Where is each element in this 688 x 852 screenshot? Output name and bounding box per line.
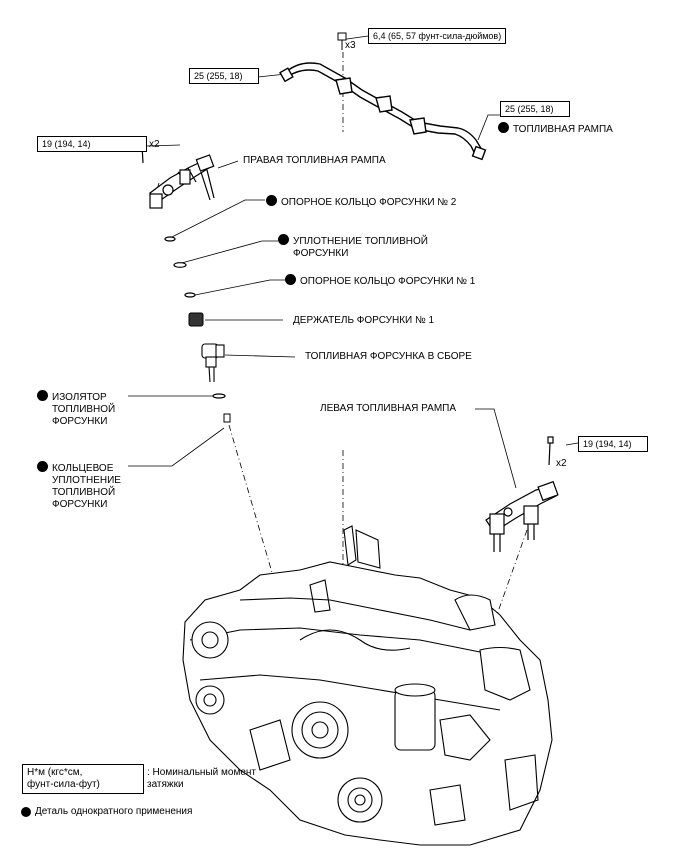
backup-ring-1-drawing [184, 292, 196, 298]
left-rail-bolt-multiplier: x2 [556, 458, 567, 469]
engine-assembly-drawing [182, 525, 553, 846]
label-oring: КОЛЬЦЕВОЕ УПЛОТНЕНИЕ ТОПЛИВНОЙ ФОРСУНКИ [37, 461, 121, 511]
non-reusable-dot [266, 195, 277, 206]
torque-right-rail-bolt: 19 (194, 14) [37, 136, 147, 152]
legend-torque-unit-box: Н*м (кгс*см, фунт-сила-фут) [22, 764, 144, 794]
label-injector-seal: УПЛОТНЕНИЕ ТОПЛИВНОЙ ФОРСУНКИ [278, 234, 428, 260]
torque-left-rail-bolt: 19 (194, 14) [578, 436, 648, 452]
label-backup-ring-1: ОПОРНОЕ КОЛЬЦО ФОРСУНКИ № 1 [285, 274, 475, 288]
legend-non-reusable: Деталь однократного применения [35, 806, 193, 817]
injector-seal-drawing [173, 262, 187, 268]
non-reusable-dot [285, 274, 296, 285]
non-reusable-dot [37, 461, 48, 472]
non-reusable-dot [498, 122, 509, 133]
torque-top-bolt: 6,4 (65, 57 фунт-сила-дюймов) [368, 28, 507, 44]
non-reusable-dot [278, 234, 289, 245]
right-fuel-rail-drawing [139, 138, 215, 209]
injector-holder-drawing [188, 312, 204, 327]
insulator-drawing [212, 393, 226, 399]
torque-rail-left-end: 25 (255, 18) [189, 68, 259, 84]
label-injector-assy: ТОПЛИВНАЯ ФОРСУНКА В СБОРЕ [305, 351, 472, 362]
torque-rail-right-end: 25 (255, 18) [500, 101, 570, 117]
legend-non-reusable-dot [21, 807, 31, 817]
label-injector-holder-1: ДЕРЖАТЕЛЬ ФОРСУНКИ № 1 [293, 315, 435, 326]
top-bolt-drawing [337, 32, 347, 50]
right-rail-bolt-multiplier: x2 [149, 139, 160, 150]
label-fuel-rail: ТОПЛИВНАЯ РАМПА [498, 122, 613, 136]
left-fuel-rail-drawing [485, 436, 559, 552]
non-reusable-dot [37, 390, 48, 401]
leader-lines [128, 35, 579, 489]
injector-drawing [201, 343, 225, 383]
label-backup-ring-2: ОПОРНОЕ КОЛЬЦО ФОРСУНКИ № 2 [266, 195, 456, 209]
fuel-rail-pipe [279, 62, 487, 161]
backup-ring-2-drawing [164, 236, 176, 242]
label-right-fuel-rail: ПРАВАЯ ТОПЛИВНАЯ РАМПА [243, 155, 386, 166]
oring-drawing [223, 413, 231, 423]
label-left-fuel-rail: ЛЕВАЯ ТОПЛИВНАЯ РАМПА [320, 403, 457, 414]
top-bolt-multiplier: x3 [345, 40, 356, 51]
legend-torque-unit-desc: : Номинальный момент затяжки [147, 767, 256, 790]
label-insulator: ИЗОЛЯТОР ТОПЛИВНОЙ ФОРСУНКИ [37, 390, 115, 428]
